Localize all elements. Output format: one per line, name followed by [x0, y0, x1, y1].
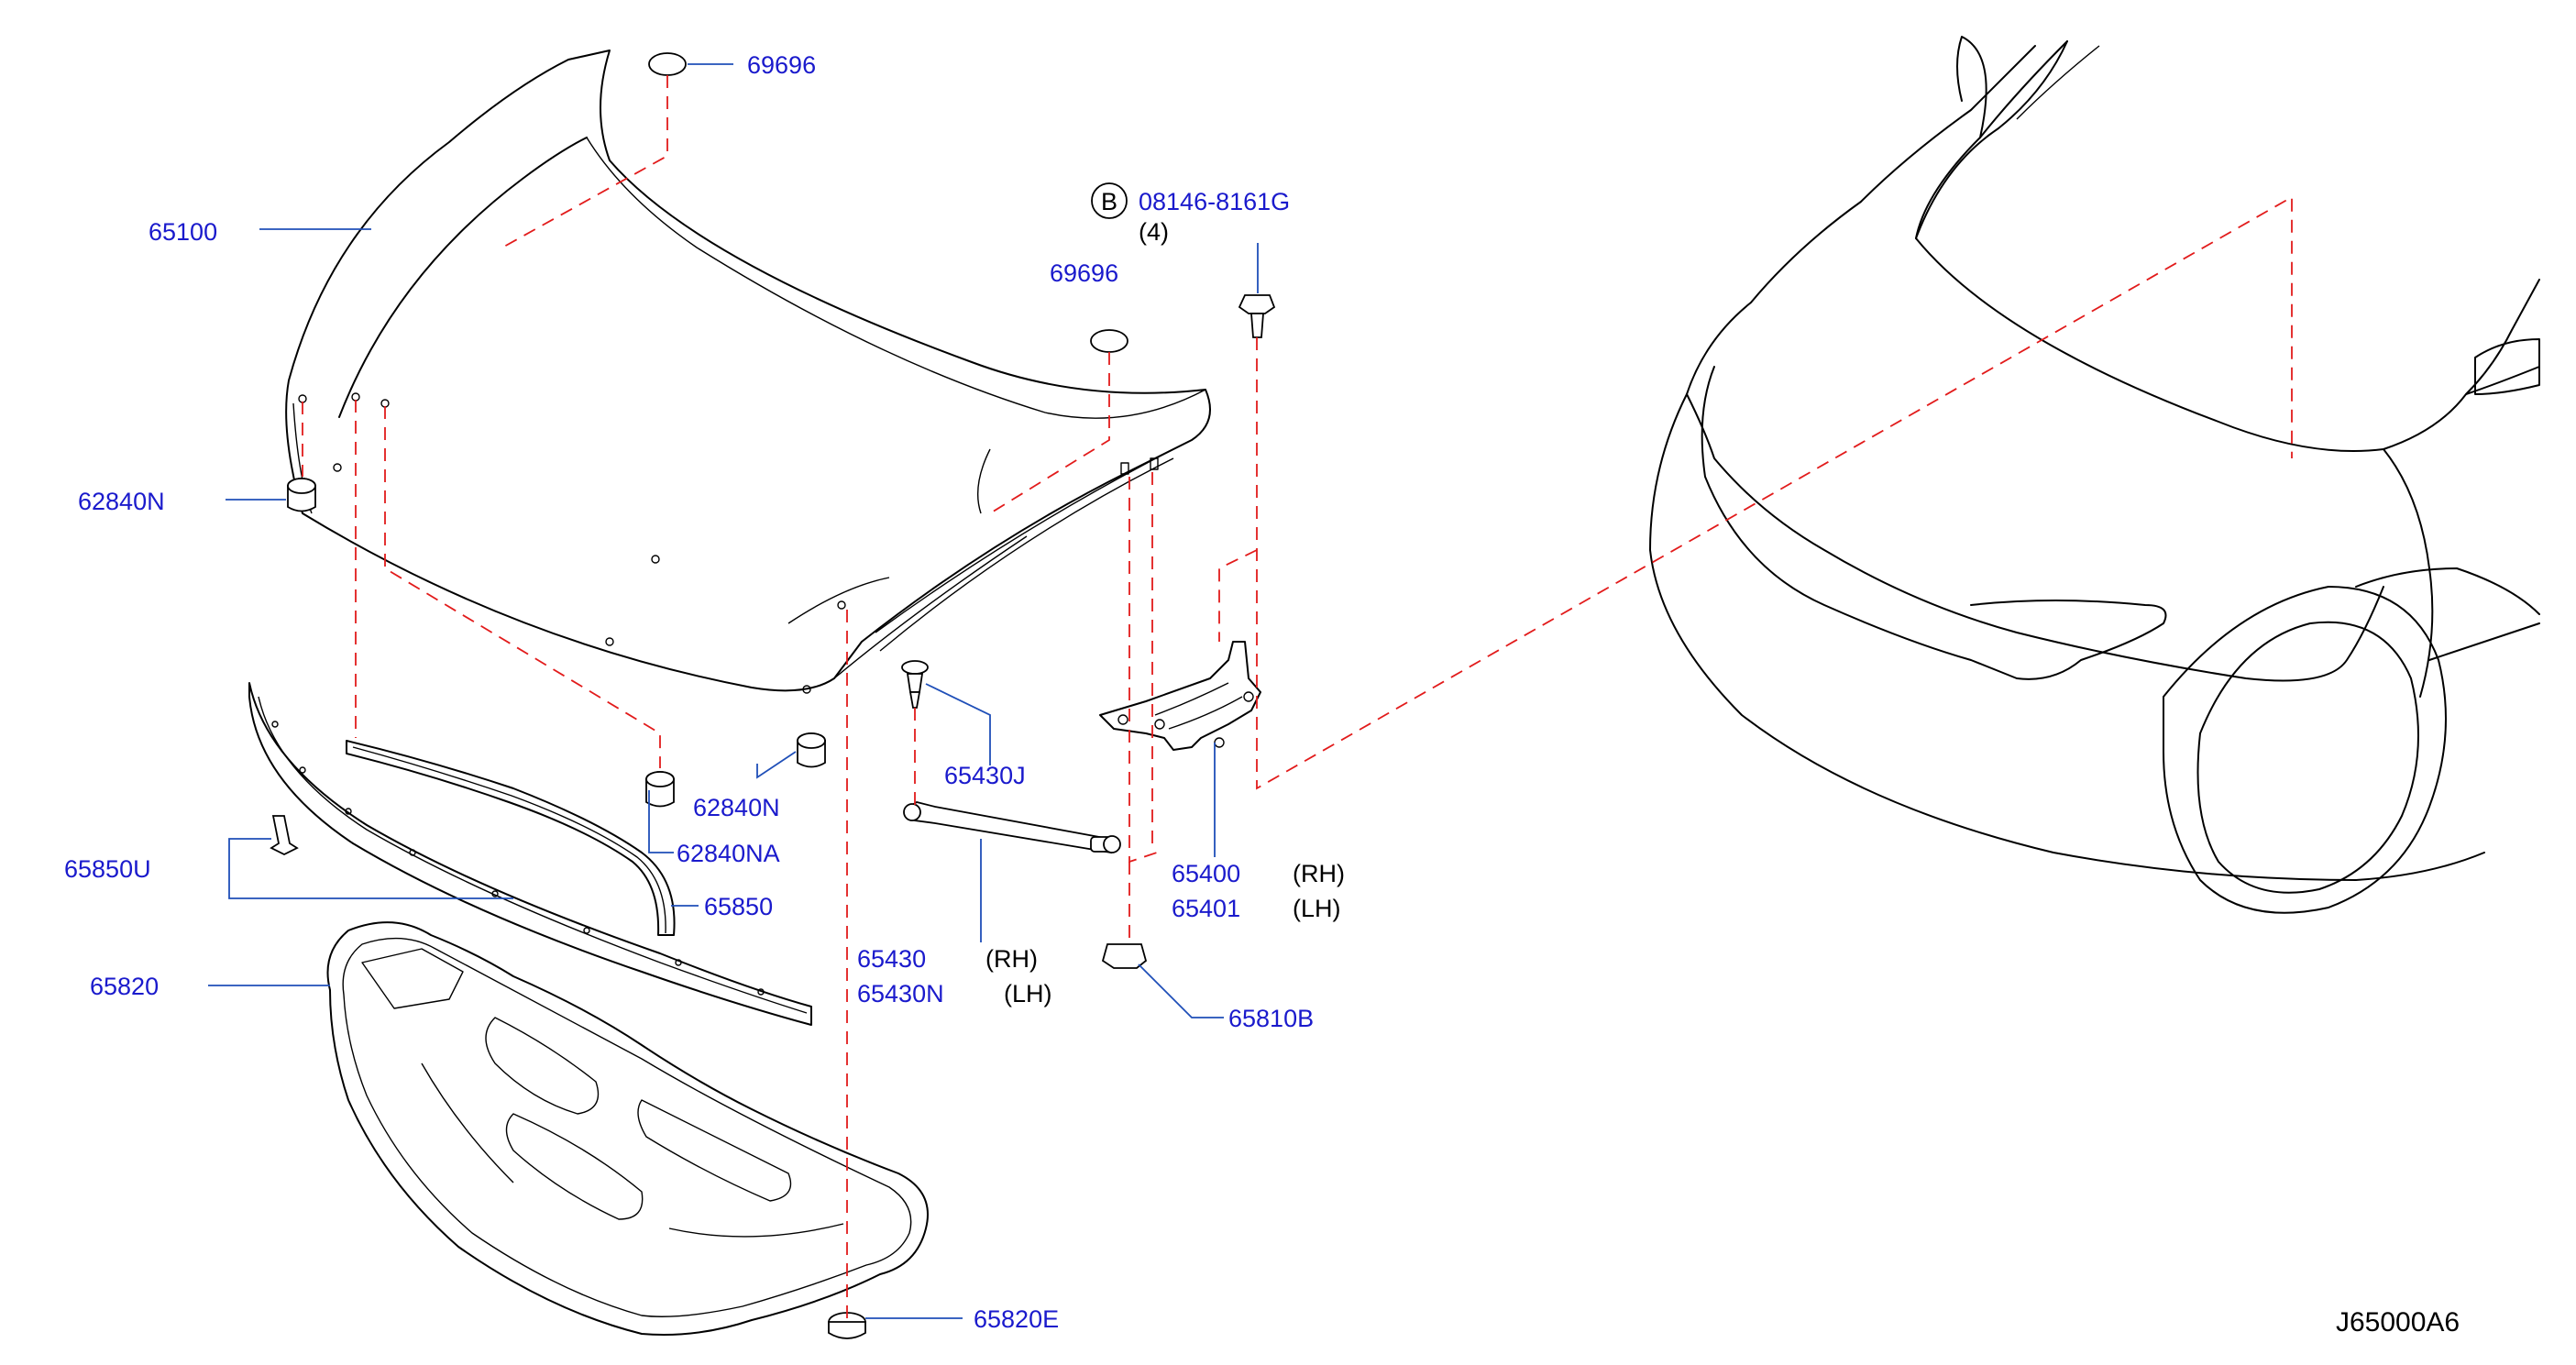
label-08146-8161g-qty: (4)	[1139, 218, 1169, 246]
label-69696-mid: 69696	[1050, 259, 1118, 287]
stopper-65810b[interactable]	[1101, 943, 1148, 969]
label-65400-side: (RH)	[1293, 860, 1345, 887]
plug-69696-top[interactable]	[648, 52, 687, 76]
label-65430: 65430	[857, 945, 926, 973]
label-65400: 65400	[1172, 860, 1240, 887]
plug-69696-mid[interactable]	[1090, 329, 1128, 353]
label-65850u: 65850U	[64, 855, 151, 883]
hood-side-seal[interactable]	[346, 740, 676, 936]
label-65430j: 65430J	[944, 762, 1026, 789]
label-65430n-side: (LH)	[1004, 980, 1052, 1007]
hood-gas-stay[interactable]	[903, 801, 1121, 854]
label-65810b: 65810B	[1228, 1005, 1314, 1032]
hood-bumper-rubber-na[interactable]	[645, 771, 675, 808]
ball-stud-65430j[interactable]	[901, 660, 929, 709]
hood-panel[interactable]	[285, 50, 1211, 694]
bolt-08146-8161g[interactable]	[1238, 294, 1276, 338]
label-08146-8161g: 08146-8161G	[1139, 188, 1290, 215]
callout-leader-lines	[208, 63, 1259, 1319]
label-65401-side: (LH)	[1293, 895, 1341, 922]
hood-hinge[interactable]	[1099, 641, 1261, 751]
hood-bumper-rubber-left[interactable]	[287, 478, 316, 512]
assembly-guide-lines	[302, 75, 2293, 1320]
label-62840n-left: 62840N	[78, 488, 165, 515]
hood-bumper-rubber-mid[interactable]	[797, 732, 826, 768]
hood-front-seal-strip[interactable]	[248, 682, 812, 1026]
label-65820e: 65820E	[974, 1305, 1059, 1333]
label-62840n-mid: 62840N	[693, 794, 780, 821]
bolt-symbol-letter: B	[1101, 188, 1117, 215]
label-65850: 65850	[704, 893, 773, 920]
label-65430-side: (RH)	[985, 945, 1038, 973]
label-65401: 65401	[1172, 895, 1240, 922]
label-65430n: 65430N	[857, 980, 944, 1007]
label-65820: 65820	[90, 973, 159, 1000]
label-62840na: 62840NA	[677, 840, 780, 867]
bolt-symbol-circle	[1091, 182, 1128, 219]
callout-labels: 69696 65100 B 08146-8161G (4) 69696 6284…	[64, 51, 2460, 1337]
label-69696-top: 69696	[747, 51, 816, 79]
vehicle-front-illustration	[1649, 36, 2540, 914]
label-65100: 65100	[149, 218, 217, 246]
drawing-code: J65000A6	[2336, 1307, 2460, 1337]
hood-insulator[interactable]	[326, 921, 929, 1336]
clip-65820e[interactable]	[828, 1312, 866, 1339]
clip-65850u[interactable]	[270, 815, 299, 856]
